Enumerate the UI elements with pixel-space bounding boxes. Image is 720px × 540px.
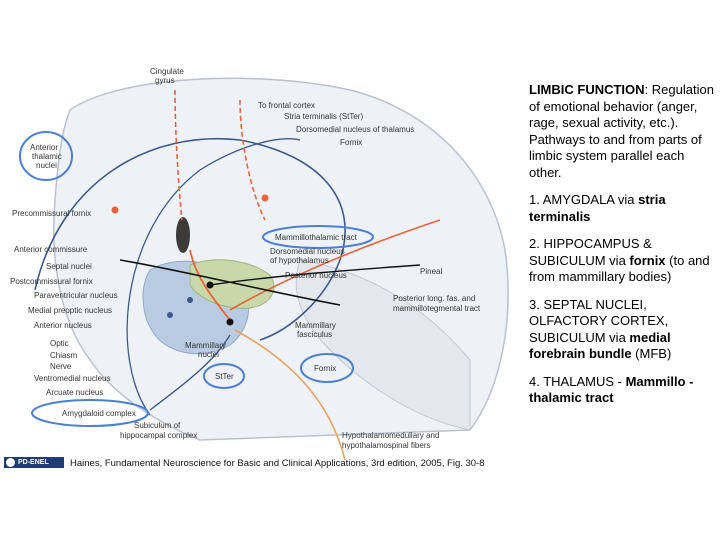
label-anterior-thalamic-3: nuclei [36, 161, 57, 170]
label-mammillary-fasciculus-2: fasciculus [297, 330, 332, 339]
label-subiculum: Subiculum of [134, 421, 181, 430]
label-postcommissural-fornix: Postcommissural fornix [10, 277, 93, 286]
posterior-long-pathway [229, 219, 441, 311]
label-posterior-long-fas: Posterior long. fas. and [393, 294, 475, 303]
cingulate-pathway [174, 89, 183, 221]
highlight-stter [203, 363, 245, 389]
logo-text: PD-ENEL [18, 459, 49, 466]
limbic-function-panel: LIMBIC FUNCTION: Regulation of emotional… [529, 82, 715, 418]
hypothalamospinal-pathway [234, 329, 346, 461]
highlight-fornix [300, 353, 354, 383]
logo-icon [6, 458, 15, 467]
label-nerve: Nerve [50, 362, 72, 371]
panel-item-2: 2. HIPPOCAMPUS & SUBICULUM via fornix (t… [529, 236, 715, 286]
label-stter-bottom: StTer [215, 372, 234, 381]
label-anterior-nucleus: Anterior nucleus [34, 321, 92, 330]
label-precommissural-fornix: Precommissural fornix [12, 209, 91, 218]
brainstem-shape [295, 259, 471, 431]
item3-rest: (MFB) [631, 346, 672, 361]
label-mammillary-nuclei: Mammillary [185, 341, 226, 350]
nucleus-dot [226, 318, 234, 326]
item1-text: 1. AMYGDALA via [529, 192, 639, 207]
mammillothalamic-pathway [189, 249, 231, 321]
label-anterior-commissure: Anterior commissure [14, 245, 88, 254]
highlight-amygdaloid [31, 399, 149, 427]
nucleus-dot [206, 281, 214, 289]
label-fornix-top: Fornix [340, 138, 362, 147]
nucleus-dot [111, 206, 119, 214]
label-cingulate-gyrus: Cingulate [150, 67, 184, 76]
panel-item-4: 4. THALAMUS - Mammillo -thalamic tract [529, 374, 715, 407]
panel-title-rest: : Regulation of emotional behavior (ange… [529, 82, 714, 180]
label-posterior-nucleus: Posterior nucleus [285, 271, 347, 280]
label-subiculum-2: hippocampal complex [120, 431, 197, 440]
label-chiasm: Chiasm [50, 351, 77, 360]
pineal-pathway [209, 264, 421, 286]
panel-item-3: 3. SEPTAL NUCLEI, OLFACTORY CORTEX, SUBI… [529, 297, 715, 363]
label-amygdaloid-complex: Amygdaloid complex [62, 409, 136, 418]
item1-bold: stria terminalis [529, 192, 666, 224]
label-anterior-thalamic: Anterior [30, 143, 58, 152]
item4-bold: Mammillo -thalamic tract [529, 373, 694, 406]
limbic-pathways-diagram: Cingulate gyrus To frontal cortex Stria … [10, 67, 509, 461]
highlight-mammillothalamic [262, 225, 374, 249]
nucleus-dot [261, 194, 269, 202]
item3-text: 3. SEPTAL NUCLEI, OLFACTORY CORTEX, SUBI… [529, 296, 669, 345]
panel-intro: LIMBIC FUNCTION: Regulation of emotional… [529, 82, 715, 181]
fornix-pathway [34, 138, 346, 341]
highlight-anterior-thalamic [19, 131, 73, 181]
item4-text: 4. THALAMUS - [529, 373, 626, 389]
publisher-logo: PD-ENEL [4, 457, 64, 468]
figure-caption: Haines, Fundamental Neuroscience for Bas… [70, 458, 485, 469]
label-hypothalamomedullary-2: hypothalamospinal fibers [342, 441, 431, 450]
label-mammillary-fasciculus: Mammillary [295, 321, 336, 330]
label-arcuate-nucleus: Arcuate nucleus [46, 388, 103, 397]
label-medial-preoptic-nucleus: Medial preoptic nucleus [28, 306, 112, 315]
frontal-cortex-pathway [239, 99, 266, 221]
label-ventromedial-nucleus: Ventromedial nucleus [34, 374, 111, 383]
label-hypothalamomedullary: Hypothalamomedullary and [342, 431, 439, 440]
label-dorsomedial-hypothalamus: Dorsomedial nucleus [270, 247, 345, 256]
amygdala-pathway [149, 334, 231, 411]
label-cingulate-gyrus-2: gyrus [155, 76, 175, 85]
item2-text: 2. HIPPOCAMPUS & SUBICULUM via [529, 236, 652, 268]
medial-forebrain-pathway [119, 259, 341, 306]
nucleus-dot [187, 297, 193, 303]
item2-rest: (to and from mammillary bodies) [529, 252, 710, 285]
panel-title: LIMBIC FUNCTION [529, 82, 645, 97]
stria-terminalis-pathway [126, 138, 301, 416]
label-pineal: Pineal [420, 267, 442, 276]
ventricle-dark [176, 217, 190, 253]
label-dorsomedial-hypothalamus-2: of hypothalamus [270, 256, 329, 265]
label-mammillothalamic-tract: Mammillothalamic tract [275, 233, 358, 242]
label-dorsomedial-thalamus: Dorsomedial nucleus of thalamus [296, 125, 414, 134]
label-optic: Optic [50, 339, 69, 348]
item3-bold: medial forebrain bundle [529, 329, 671, 362]
item2-bold: fornix [629, 252, 666, 268]
label-mammillary-nuclei-2: nuclei [198, 350, 219, 359]
panel-item-1: 1. AMYGDALA via stria terminalis [529, 192, 715, 225]
label-frontal-cortex: To frontal cortex [258, 101, 315, 110]
label-posterior-long-fas-2: mammillotegmental tract [393, 304, 481, 313]
nucleus-dot [167, 312, 173, 318]
label-anterior-thalamic-2: thalamic [32, 152, 62, 161]
label-paraventricular-nucleus: Paraventricular nucleus [34, 291, 118, 300]
label-septal-nuclei: Septal nuclei [46, 262, 92, 271]
label-fornix-bottom: Fornix [314, 364, 336, 373]
label-stria-terminalis: Stria terminalis (StTer) [284, 112, 363, 121]
